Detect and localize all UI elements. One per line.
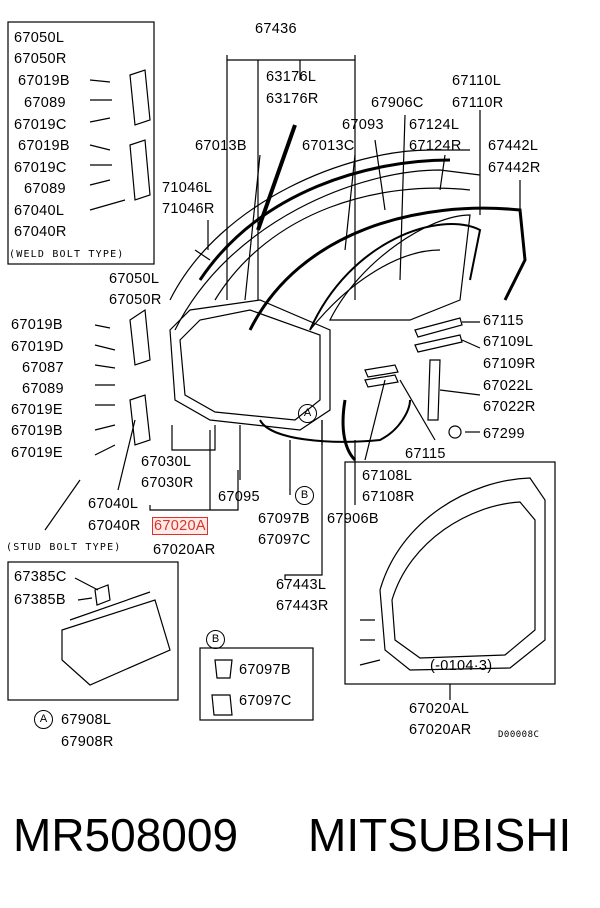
label-67019b-2: 67019B (18, 138, 70, 154)
label-67908r: 67908R (61, 734, 114, 750)
label-67050r: 67050R (14, 51, 67, 67)
label-67030l: 67030L (141, 454, 192, 470)
label-67097c: 67097C (258, 532, 311, 548)
label-67110l: 67110L (452, 73, 502, 89)
label-63176r: 63176R (266, 91, 319, 107)
label-67124l: 67124L (409, 117, 460, 133)
label-67906c: 67906C (371, 95, 424, 111)
drawing-code: D00008C (498, 730, 540, 740)
label-67020a-highlighted: 67020A (152, 517, 208, 535)
label-67020al: 67020AL (409, 701, 470, 717)
label-67089: 67089 (24, 95, 66, 111)
label-67097c-callout: 67097C (239, 693, 292, 709)
label-67299: 67299 (483, 426, 525, 442)
label-67013c: 67013C (302, 138, 355, 154)
label-67019d: 67019D (11, 339, 64, 355)
label-67385b: 67385B (14, 592, 66, 608)
label-67095: 67095 (218, 489, 260, 505)
weld-bolt-box (7, 21, 155, 265)
label-67110r: 67110R (452, 95, 504, 111)
parts-diagram: 67050L 67050R 67019B 67089 67019C 67019B… (6, 21, 556, 750)
label-67115-2: 67115 (405, 446, 446, 462)
callout-a-box-circle: A (34, 710, 53, 729)
label-67020ar-bottom: 67020AR (409, 722, 472, 738)
label-67019c-2: 67019C (14, 160, 67, 176)
label-67040l: 67040L (14, 203, 65, 219)
label-67040r-2: 67040R (88, 518, 141, 534)
label-67115: 67115 (483, 313, 524, 329)
label-67050l-2: 67050L (109, 271, 160, 287)
label-67040r: 67040R (14, 224, 67, 240)
label-67108l: 67108L (362, 468, 413, 484)
label-67385c: 67385C (14, 569, 67, 585)
label-67019c: 67019C (14, 117, 67, 133)
label-63176l: 63176L (266, 69, 317, 85)
label-67906b: 67906B (327, 511, 379, 527)
label-67108r: 67108R (362, 489, 415, 505)
label-67097b: 67097B (258, 511, 310, 527)
label-67109l: 67109L (483, 334, 534, 350)
label-67019b-3: 67019B (11, 317, 63, 333)
label-67040l-2: 67040L (88, 496, 139, 512)
label-67019b: 67019B (18, 73, 70, 89)
brand-name: MITSUBISHI (308, 809, 572, 861)
label-67443r: 67443R (276, 598, 329, 614)
label-67019b-4: 67019B (11, 423, 63, 439)
label-67089-2: 67089 (24, 181, 66, 197)
label-67019e-2: 67019E (11, 445, 63, 461)
stud-bolt-type-label: (STUD BOLT TYPE) (6, 542, 122, 553)
label-67089-3: 67089 (22, 381, 64, 397)
callout-a-circle: A (298, 404, 317, 423)
label-67109r: 67109R (483, 356, 536, 372)
footer: MR508009 MITSUBISHI (0, 800, 600, 880)
label-67093: 67093 (342, 117, 384, 133)
label-67442r: 67442R (488, 160, 541, 176)
label-71046r: 71046R (162, 201, 215, 217)
label-67442l: 67442L (488, 138, 539, 154)
label-67022r: 67022R (483, 399, 536, 415)
callout-b-box-circle: B (206, 630, 225, 649)
label-67030r: 67030R (141, 475, 194, 491)
part-number: MR508009 (13, 809, 239, 861)
label-67087: 67087 (22, 360, 64, 376)
label-71046l: 71046L (162, 180, 213, 196)
callout-b-circle: B (295, 486, 314, 505)
label-67020ar: 67020AR (153, 542, 216, 558)
label-67908l: 67908L (61, 712, 112, 728)
diagram-drawing (7, 21, 556, 721)
label-67124r: 67124R (409, 138, 462, 154)
label-67013b: 67013B (195, 138, 247, 154)
date-range-label: (-0104·3) (430, 658, 493, 674)
label-67050l: 67050L (14, 30, 65, 46)
label-67019e: 67019E (11, 402, 63, 418)
label-67443l: 67443L (276, 577, 327, 593)
weld-bolt-type-label: (WELD BOLT TYPE) (9, 249, 125, 260)
label-67050r-2: 67050R (109, 292, 162, 308)
label-67097b-callout: 67097B (239, 662, 291, 678)
label-67022l: 67022L (483, 378, 534, 394)
label-67436: 67436 (255, 21, 297, 37)
